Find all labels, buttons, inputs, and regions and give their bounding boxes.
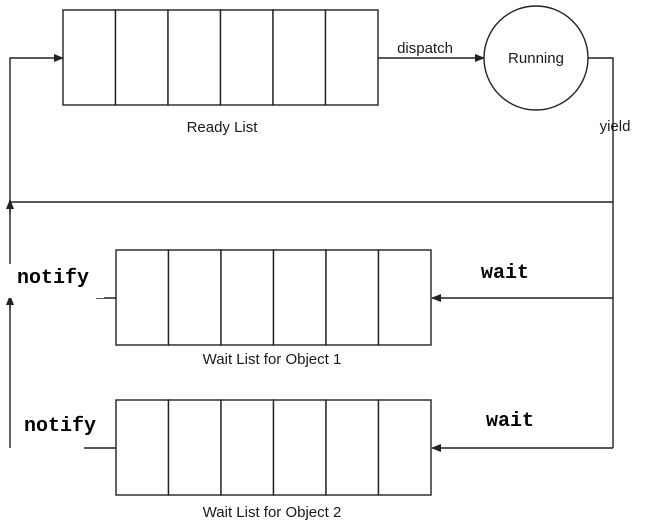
wait-list-2-slot-4 — [272, 399, 327, 496]
wait-list-2-slot-6 — [377, 399, 432, 496]
wait-list-1-label: Wait List for Object 1 — [203, 351, 342, 368]
wait-list-1-slot-4 — [272, 249, 327, 346]
wait-list-2-slot-3 — [220, 399, 275, 496]
wait-list-1-slot-3 — [220, 249, 275, 346]
ready-list-slot-6 — [324, 9, 379, 106]
dispatch-label: dispatch — [397, 40, 453, 57]
wait-list-object-2-queue — [115, 399, 432, 496]
ready-list-queue — [62, 9, 379, 106]
ready-list-slot-4 — [219, 9, 274, 106]
notify-label-1: notify — [17, 267, 89, 290]
notify-1-backdrop — [4, 264, 104, 298]
ready-list-slot-1 — [62, 9, 117, 106]
notify-2-backdrop — [16, 408, 108, 438]
wait-list-1-slot-5 — [325, 249, 380, 346]
wait-list-1-slot-2 — [167, 249, 222, 346]
wait-list-1-slot-6 — [377, 249, 432, 346]
ready-list-label: Ready List — [187, 119, 259, 136]
wait-label-1: wait — [481, 262, 529, 285]
ready-list-slot-2 — [114, 9, 169, 106]
yield-line — [588, 57, 614, 448]
wait-list-2-slot-5 — [325, 399, 380, 496]
wait-list-2-slot-1 — [115, 399, 170, 496]
ready-list-slot-5 — [272, 9, 327, 106]
ready-list-slot-3 — [167, 9, 222, 106]
wait-list-2-label: Wait List for Object 2 — [203, 504, 342, 521]
yield-label: yield — [600, 118, 631, 135]
notify-label-2: notify — [24, 415, 96, 438]
requeue-line — [9, 54, 64, 448]
wait-list-1-slot-1 — [115, 249, 170, 346]
wait-list-2-slot-2 — [167, 399, 222, 496]
wait-label-2: wait — [486, 410, 534, 433]
wait-list-object-1-queue — [115, 249, 432, 346]
running-label: Running — [508, 50, 564, 67]
